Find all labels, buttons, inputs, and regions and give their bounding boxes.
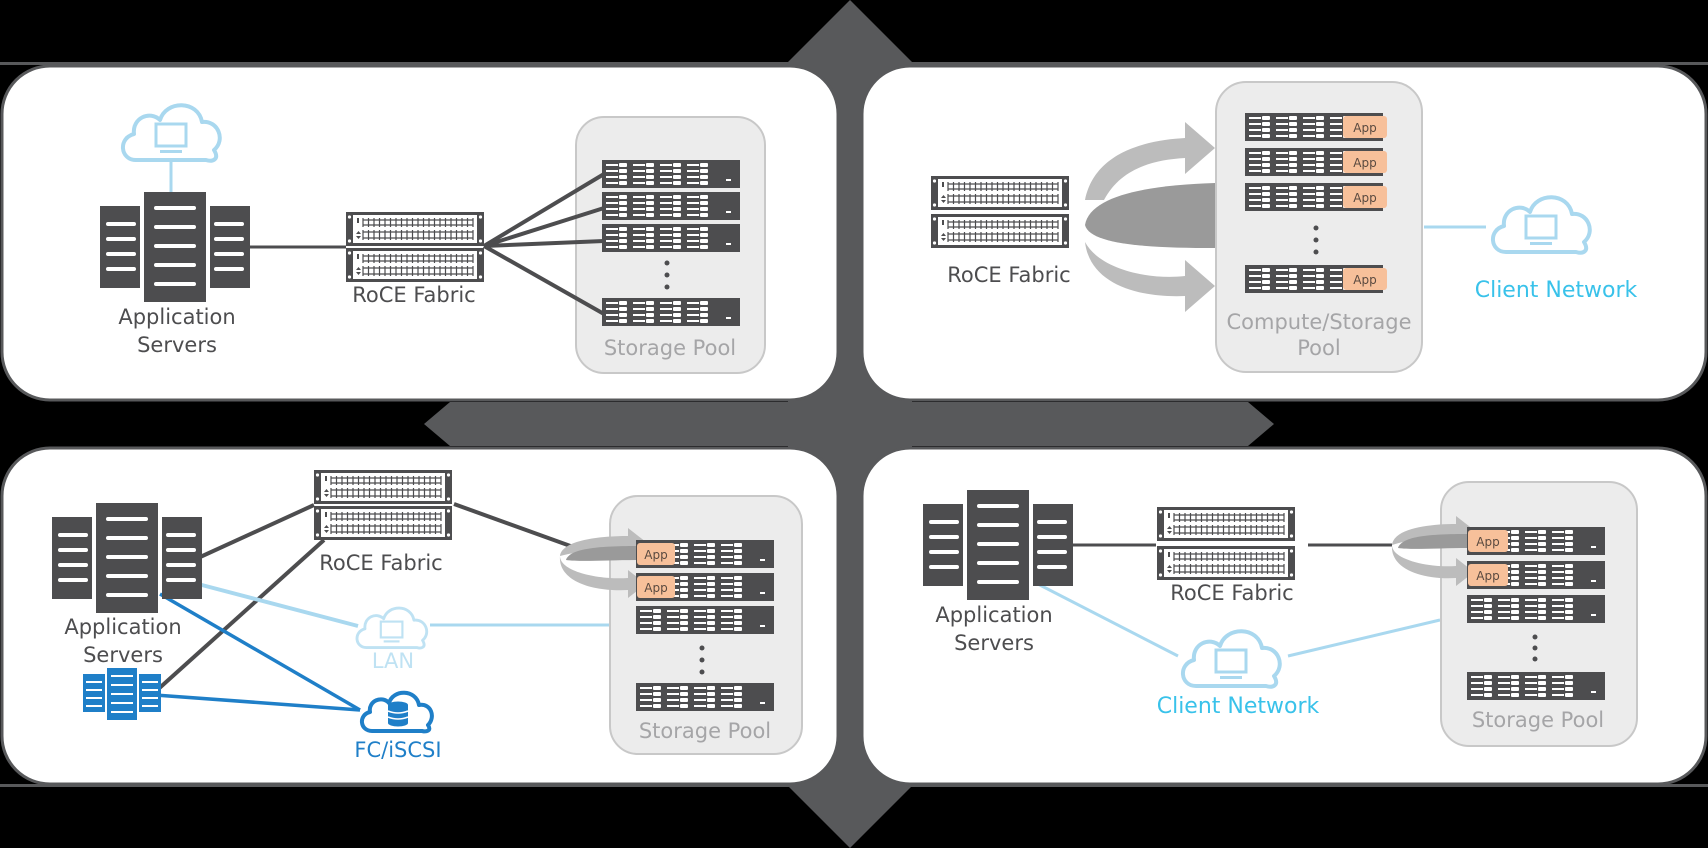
application-servers-icon: [98, 190, 252, 304]
roce-switch-top: [1156, 506, 1296, 542]
compute-unit: App: [1245, 183, 1387, 211]
storage-unit: [1467, 595, 1605, 623]
application-servers-icon: [921, 488, 1075, 602]
compute-unit: App: [1245, 265, 1387, 293]
fabric-label: RoCE Fabric: [352, 283, 475, 307]
panel-bottom-right-content: Application Servers RoCE Fabric Client N…: [921, 481, 1638, 747]
storage-unit: [636, 683, 774, 711]
servers-label-line2: Servers: [83, 643, 163, 667]
lan-label: LAN: [372, 649, 414, 673]
fc-servers-icon: [83, 668, 161, 720]
frame-horizontal-bar: [424, 402, 1274, 446]
servers-label-line2: Servers: [137, 333, 217, 357]
storage-unit: App: [1467, 561, 1605, 589]
servers-label-line1: Application: [64, 615, 181, 639]
app-badge: App: [1476, 535, 1499, 549]
roce-switch-bottom: [930, 213, 1070, 249]
rdma-arrows-icon: [1085, 122, 1215, 312]
fabric-label: RoCE Fabric: [947, 263, 1070, 287]
panel-top-left-content: Application Servers RoCE Fabric Storage …: [98, 103, 766, 374]
app-badge: App: [644, 548, 667, 562]
app-badge: App: [1353, 121, 1376, 135]
fc-iscsi-label: FC/iSCSI: [354, 738, 441, 762]
app-badge: App: [1353, 156, 1376, 170]
migration-arrows-icon: [559, 528, 646, 598]
storage-unit: App: [636, 540, 774, 568]
storage-unit: [602, 192, 740, 220]
servers-label-line1: Application: [935, 603, 1052, 627]
app-badge: App: [644, 581, 667, 595]
storage-unit: [602, 160, 740, 188]
ellipsis-icon: [1313, 225, 1319, 255]
panel-top-right-content: RoCE Fabric App App App App Compute/Stor…: [930, 81, 1638, 373]
roce-switch-bottom: [345, 247, 485, 283]
connection-lines: [153, 502, 612, 712]
storage-pool-label: Storage Pool: [1472, 708, 1604, 732]
ellipsis-icon: [1532, 634, 1538, 662]
application-servers-icon: [50, 501, 204, 615]
fabric-to-storage-lines: [482, 172, 606, 316]
roce-switch-top: [313, 469, 453, 505]
app-badge: App: [1476, 569, 1499, 583]
roce-switch-top: [930, 175, 1070, 211]
migration-arrows-icon: [1391, 516, 1474, 586]
storage-unit: [1467, 672, 1605, 700]
storage-unit: App: [1467, 527, 1605, 555]
pool-label-line1: Compute/Storage: [1226, 310, 1411, 334]
client-network-label: Client Network: [1157, 694, 1320, 719]
servers-label-line1: Application: [118, 305, 235, 329]
storage-unit: [602, 298, 740, 326]
storage-pool-label: Storage Pool: [604, 336, 736, 360]
compute-unit: App: [1245, 113, 1387, 141]
compute-unit: App: [1245, 148, 1387, 176]
client-network-label: Client Network: [1475, 278, 1638, 303]
pool-label-line2: Pool: [1297, 336, 1340, 360]
fabric-label: RoCE Fabric: [319, 551, 442, 575]
storage-unit: [602, 224, 740, 252]
app-badge: App: [1353, 273, 1376, 287]
roce-switch-top: [345, 211, 485, 247]
storage-pool-label: Storage Pool: [639, 719, 771, 743]
storage-unit: App: [636, 573, 774, 601]
fc-iscsi-cloud-icon: [360, 690, 434, 734]
servers-label-line2: Servers: [954, 631, 1034, 655]
app-badge: App: [1353, 191, 1376, 205]
roce-switch-bottom: [1156, 545, 1296, 581]
connection-lines: [1033, 543, 1441, 658]
ellipsis-icon: [664, 260, 670, 290]
panel-bottom-left-content: Application Servers RoCE Fabric LAN FC/i…: [50, 469, 803, 762]
storage-unit: [636, 606, 774, 634]
ellipsis-icon: [699, 645, 705, 675]
roce-switch-bottom: [313, 505, 453, 541]
fabric-label: RoCE Fabric: [1170, 581, 1293, 605]
